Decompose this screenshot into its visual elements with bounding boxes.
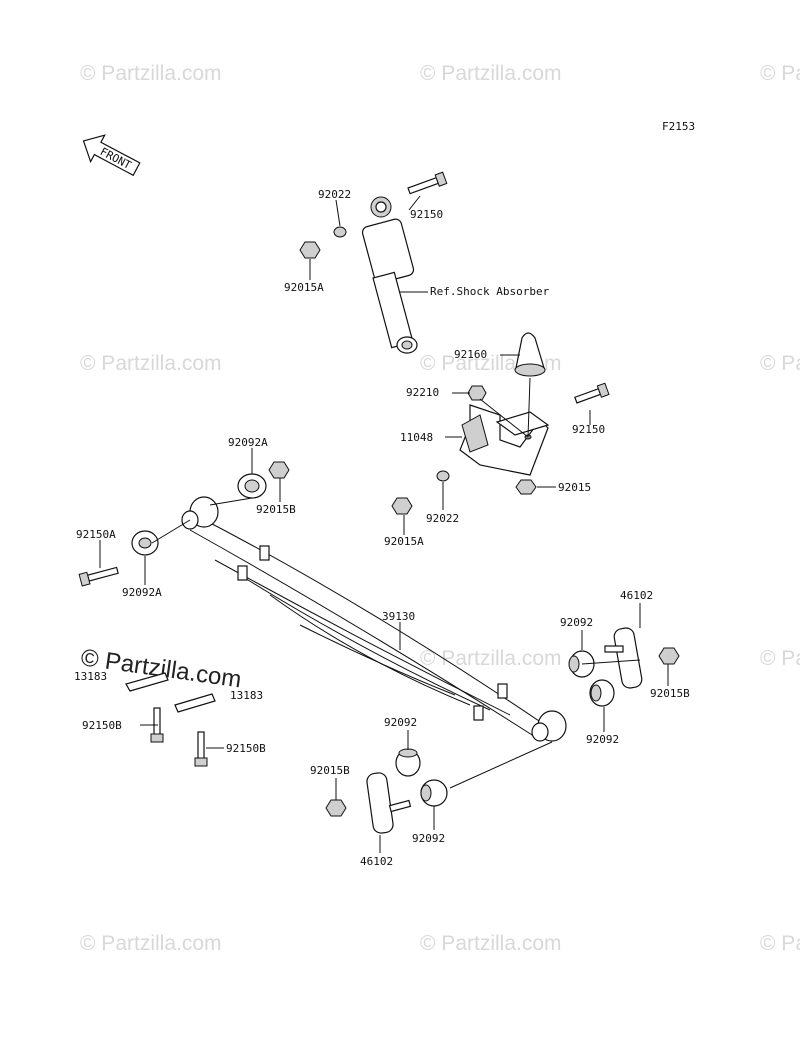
- watermark-6: © Partzilla.com: [760, 352, 800, 375]
- watermark-10: © Partzilla.com: [420, 932, 562, 955]
- label-92022-mid: 92022: [426, 512, 459, 525]
- leader-lines: [99, 195, 669, 853]
- washer-92022-mid: [436, 470, 450, 482]
- label-92150-top: 92150: [410, 208, 443, 221]
- ref-shock-absorber: Ref.Shock Absorber: [430, 285, 550, 298]
- nut-92015B-right: [658, 647, 680, 665]
- plate-13183-b: [174, 693, 216, 713]
- label-11048: 11048: [400, 431, 433, 444]
- nut-92015A-top: [299, 241, 321, 259]
- label-92210: 92210: [406, 386, 439, 399]
- bushing-92092-lower2: [420, 779, 448, 807]
- nut-92015B-left: [268, 461, 290, 479]
- label-92015B-lower: 92015B: [310, 764, 350, 777]
- watermark-9: © Partzilla.com: [80, 932, 222, 955]
- leaf-spring-39130: [181, 496, 567, 742]
- label-92015-mid: 92015: [558, 481, 591, 494]
- bushing-92092-lower1: [395, 748, 421, 777]
- bolt-92150-top: [407, 171, 448, 195]
- shackle-46102-right: [604, 627, 643, 689]
- part-labels: 92022 92150 92015A Ref.Shock Absorber 92…: [74, 188, 690, 868]
- label-92015A-mid: 92015A: [384, 535, 424, 548]
- label-92092A-bottom: 92092A: [122, 586, 162, 599]
- label-92150B-a: 92150B: [82, 719, 122, 732]
- label-92015B-right: 92015B: [650, 687, 690, 700]
- nut-92015A-mid: [391, 497, 413, 515]
- label-92150A: 92150A: [76, 528, 116, 541]
- label-92022-top: 92022: [318, 188, 351, 201]
- watermark-1: © Partzilla.com: [80, 62, 222, 85]
- bushing-92092-right1: [568, 650, 595, 678]
- label-46102-lower: 46102: [360, 855, 393, 868]
- label-92015A-top: 92015A: [284, 281, 324, 294]
- shackle-46102-lower: [366, 772, 412, 834]
- label-92092-right2: 92092: [586, 733, 619, 746]
- figure-code: F2153: [662, 120, 695, 133]
- label-92092-lower2: 92092: [412, 832, 445, 845]
- label-92150B-b: 92150B: [226, 742, 266, 755]
- watermark-11: © Partzilla.com: [760, 932, 800, 955]
- watermark-3: © Partzilla.com: [760, 62, 800, 85]
- front-label: FRONT: [98, 145, 134, 172]
- nut-92015-mid: [515, 479, 537, 495]
- front-arrow-icon: FRONT: [82, 134, 141, 177]
- bolt-92150B-b: [194, 731, 208, 767]
- watermark-7: © Partzilla.com: [420, 647, 562, 670]
- label-92092A-top: 92092A: [228, 436, 268, 449]
- watermarks: © Partzilla.com © Partzilla.com © Partzi…: [79, 62, 800, 955]
- watermark-2: © Partzilla.com: [420, 62, 562, 85]
- bolt-92150B-a: [150, 707, 164, 743]
- watermark-8: © Partzilla.com: [760, 647, 800, 670]
- label-39130: 39130: [382, 610, 415, 623]
- bolt-92150-right: [574, 382, 610, 404]
- bushing-92092-right2: [589, 679, 615, 707]
- label-92015B-left: 92015B: [256, 503, 296, 516]
- label-13183-a: 13183: [74, 670, 107, 683]
- bushing-92092A-bottom: [131, 530, 159, 556]
- watermark-dark: © Partzilla.com: [79, 644, 243, 693]
- plate-13183-a: [125, 672, 169, 692]
- washer-92022-top: [333, 226, 347, 238]
- nut-92015B-lower: [325, 799, 347, 817]
- shock-absorber: [361, 196, 418, 354]
- label-46102-right: 46102: [620, 589, 653, 602]
- label-92092-lower1: 92092: [384, 716, 417, 729]
- label-92150-right: 92150: [572, 423, 605, 436]
- bump-stop-92160: [514, 332, 546, 377]
- bolt-92150A: [78, 566, 119, 587]
- label-92160: 92160: [454, 348, 487, 361]
- bushing-92092A-top: [237, 473, 267, 499]
- nut-92210: [467, 385, 487, 401]
- label-13183-b: 13183: [230, 689, 263, 702]
- bracket-11048: [459, 404, 550, 476]
- watermark-4: © Partzilla.com: [80, 352, 222, 375]
- label-92092-right1: 92092: [560, 616, 593, 629]
